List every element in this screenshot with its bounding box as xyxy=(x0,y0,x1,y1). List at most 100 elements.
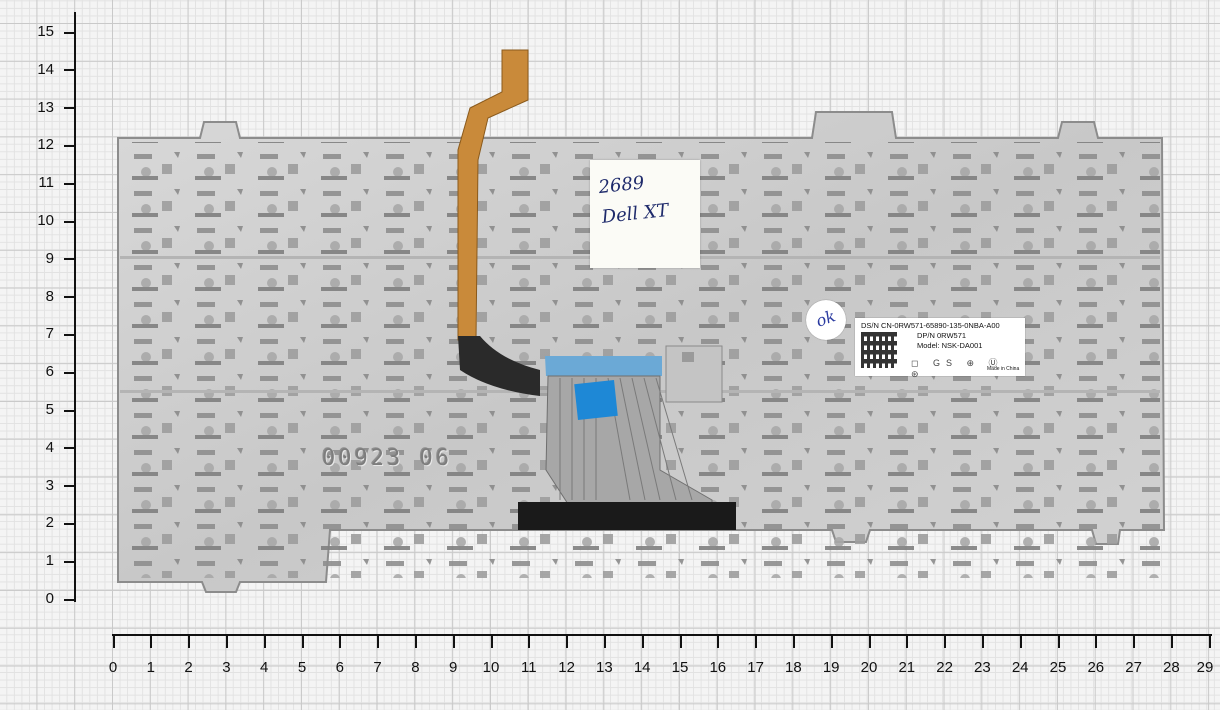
x-tick-label: 19 xyxy=(822,659,840,676)
y-tick-label: 2 xyxy=(45,514,54,532)
y-tick-label: 9 xyxy=(45,249,54,267)
x-tick-label: 4 xyxy=(260,659,269,676)
note-line-2: Dell XT xyxy=(600,199,670,228)
x-tick xyxy=(830,634,833,648)
qr-code-icon xyxy=(861,332,897,368)
x-tick-label: 14 xyxy=(633,659,651,676)
certification-icons: ◻ GS ⊕ Ⓤ ⊛ xyxy=(911,358,1004,379)
y-tick-label: 0 xyxy=(45,590,54,607)
x-tick xyxy=(150,634,153,648)
note-line-1: 2689 xyxy=(597,172,646,199)
x-tick-label: 15 xyxy=(671,659,689,676)
x-tick xyxy=(641,634,644,648)
y-tick-label: 10 xyxy=(37,212,54,229)
x-tick xyxy=(792,634,795,648)
x-tick-label: 26 xyxy=(1087,659,1105,676)
x-tick xyxy=(1057,634,1060,648)
x-tick-label: 12 xyxy=(558,659,575,676)
x-tick xyxy=(603,634,606,648)
x-tick xyxy=(225,634,228,648)
y-tick xyxy=(64,485,76,488)
x-tick-label: 20 xyxy=(860,659,878,676)
x-tick-label: 24 xyxy=(1011,659,1029,676)
x-tick xyxy=(981,634,984,648)
y-tick-label: 14 xyxy=(37,60,54,78)
label-dpn: DP/N 0RW571 xyxy=(917,331,967,340)
x-tick-label: 8 xyxy=(411,659,420,676)
y-tick xyxy=(64,447,76,450)
y-tick-label: 6 xyxy=(45,363,54,381)
x-tick xyxy=(755,634,758,648)
x-tick-label: 3 xyxy=(222,659,231,676)
x-tick xyxy=(1133,634,1136,648)
x-tick xyxy=(263,634,266,648)
y-tick xyxy=(64,31,76,34)
x-tick xyxy=(377,634,380,648)
x-tick xyxy=(112,634,115,648)
y-tick-label: 7 xyxy=(45,325,54,343)
inspection-sticker: ok xyxy=(806,300,846,340)
y-tick xyxy=(64,560,76,563)
x-tick-label: 11 xyxy=(521,659,537,676)
x-tick-label: 18 xyxy=(785,659,802,676)
x-tick xyxy=(414,634,417,648)
x-tick xyxy=(944,634,947,648)
y-tick xyxy=(64,522,76,525)
label-model: Model: NSK-DA001 xyxy=(917,341,983,350)
y-tick xyxy=(64,598,76,601)
y-tick-label: 1 xyxy=(45,552,54,570)
x-tick xyxy=(868,634,871,648)
y-tick-label: 13 xyxy=(37,98,54,116)
x-tick xyxy=(188,634,191,648)
x-tick xyxy=(1095,634,1098,648)
x-axis-line xyxy=(112,634,1212,636)
embossed-serial: 00923 06 xyxy=(322,446,452,471)
x-tick-label: 1 xyxy=(146,659,155,676)
x-tick-label: 0 xyxy=(108,659,118,676)
y-tick-label: 15 xyxy=(37,23,54,40)
y-tick xyxy=(64,182,76,185)
y-axis-line xyxy=(74,12,76,602)
y-tick xyxy=(64,220,76,223)
x-tick-label: 2 xyxy=(184,659,193,676)
blue-tape xyxy=(574,380,618,420)
y-tick xyxy=(64,409,76,412)
handwritten-note: 2689 Dell XT xyxy=(590,160,700,268)
x-tick-label: 10 xyxy=(482,659,500,676)
x-tick-label: 6 xyxy=(335,659,344,676)
x-tick xyxy=(490,634,493,648)
x-tick-label: 23 xyxy=(974,659,991,676)
x-tick-label: 13 xyxy=(596,659,613,676)
y-tick xyxy=(64,258,76,261)
cable-end-strip xyxy=(518,502,736,530)
ribbon-connector xyxy=(545,356,662,376)
y-tick-label: 12 xyxy=(37,136,54,154)
x-tick-label: 9 xyxy=(449,659,458,676)
y-tick-label: 8 xyxy=(45,287,54,305)
inspection-mark: ok xyxy=(813,306,838,331)
x-tick xyxy=(1019,634,1022,648)
label-origin: Made in China xyxy=(987,366,1020,372)
x-tick-label: 27 xyxy=(1125,659,1142,676)
x-tick xyxy=(679,634,682,648)
product-label: DS/N CN-0RW571-65890-135-0NBA-A00 DP/N 0… xyxy=(855,318,1025,379)
x-tick xyxy=(1170,634,1173,648)
y-tick-label: 11 xyxy=(38,174,54,192)
y-tick-label: 3 xyxy=(45,476,54,494)
x-tick xyxy=(717,634,720,648)
x-tick-label: 7 xyxy=(373,659,382,676)
x-tick xyxy=(528,634,531,648)
y-tick-label: 4 xyxy=(45,438,54,456)
x-tick xyxy=(1208,634,1211,648)
x-tick xyxy=(566,634,569,648)
y-tick xyxy=(64,107,76,110)
x-tick-label: 25 xyxy=(1049,659,1067,676)
y-tick xyxy=(64,296,76,299)
y-tick xyxy=(64,144,76,147)
y-tick xyxy=(64,371,76,374)
x-tick-label: 28 xyxy=(1163,659,1180,676)
x-tick xyxy=(301,634,304,648)
y-tick xyxy=(64,69,76,72)
